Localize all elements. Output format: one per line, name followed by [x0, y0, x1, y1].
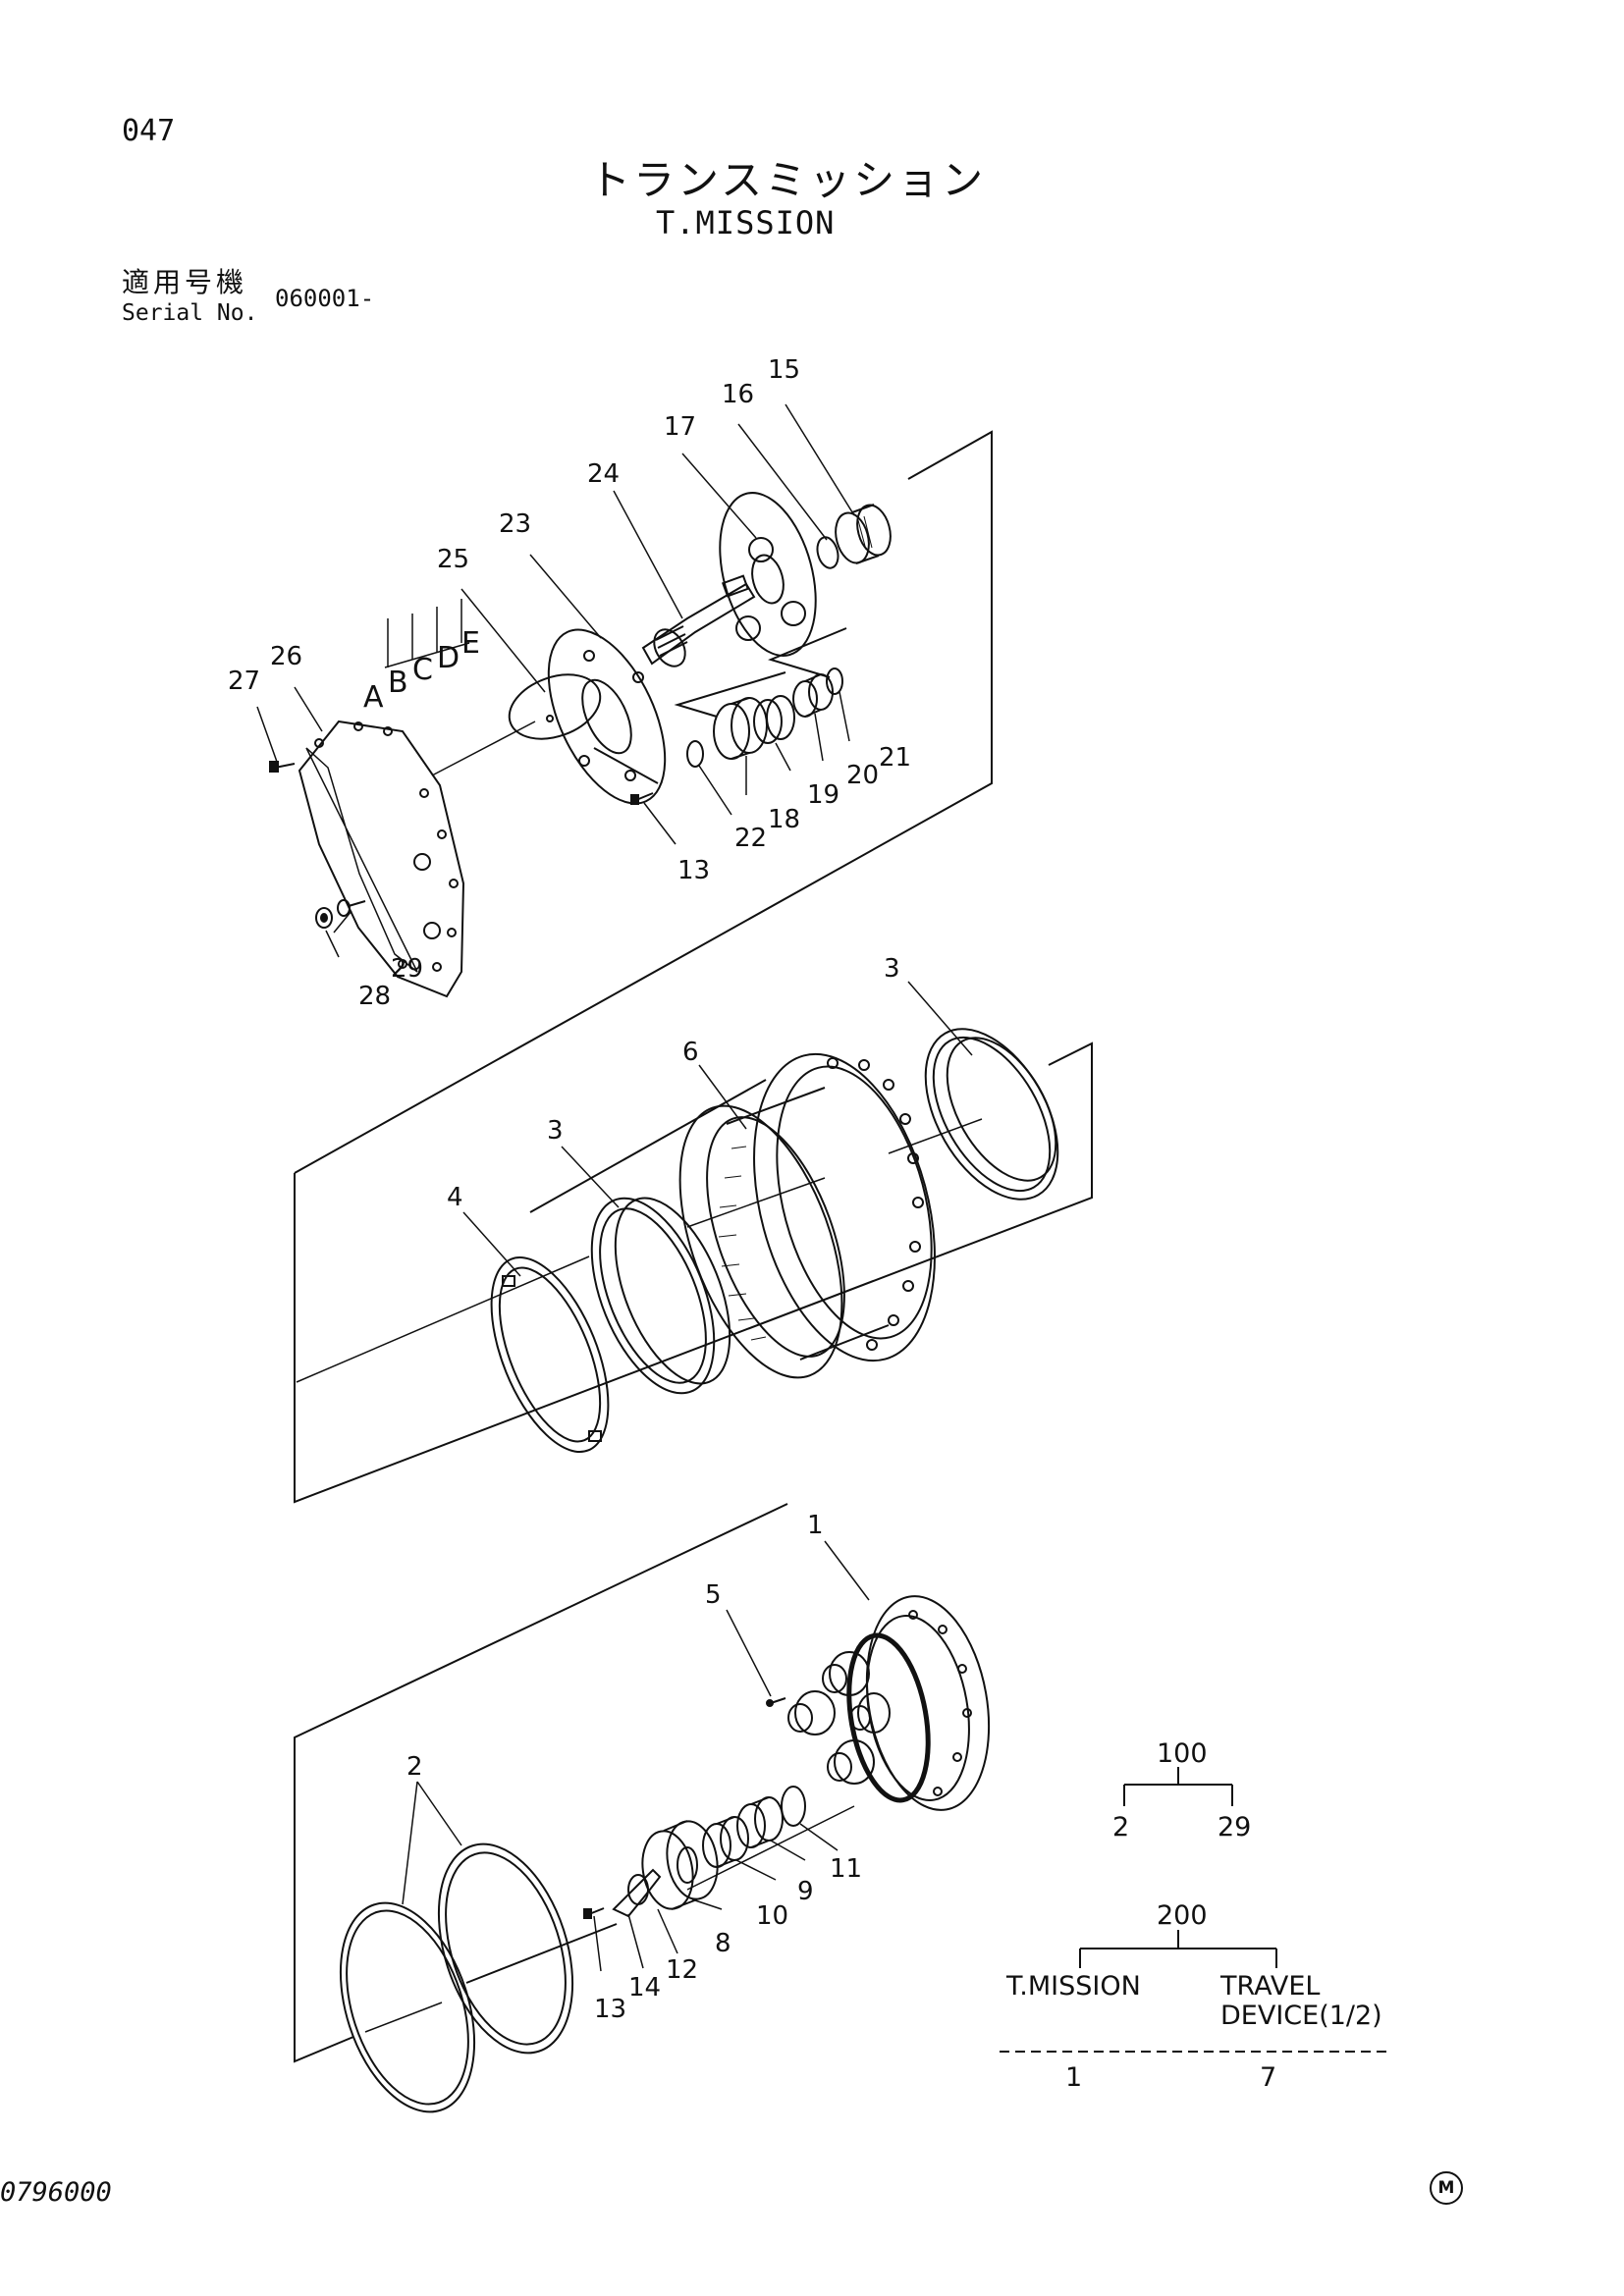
document-code: 0796000 [0, 2177, 112, 2208]
planet-gear-set-parts-18-22 [686, 667, 843, 768]
callout-26: 26 [270, 642, 302, 671]
callout-3-right: 3 [884, 954, 900, 984]
upper-frame-lines [294, 430, 993, 1174]
bearing-part-9 [736, 1796, 784, 1848]
callout-29: 29 [391, 954, 423, 984]
floating-seal-part-3-left [590, 1197, 731, 1395]
ring-nut-part-4 [490, 1255, 610, 1454]
upper-axis-line [431, 721, 536, 776]
plate-part-23 [547, 628, 667, 805]
callout-9: 9 [797, 1877, 814, 1906]
registered-mark-icon: M [1430, 2171, 1463, 2205]
floating-seal-part-3-right [924, 1028, 1059, 1201]
callout-13-lower: 13 [594, 1995, 626, 2024]
callout-D: D [437, 641, 460, 675]
hub-ring-gear-part-6 [678, 1052, 936, 1379]
callout-27: 27 [228, 667, 260, 696]
callout-13-upper: 13 [677, 856, 710, 885]
callout-B: B [388, 666, 408, 700]
callout-10: 10 [756, 1901, 788, 1931]
callout-21: 21 [879, 743, 911, 773]
bolt-part-13-upper [630, 792, 654, 805]
callout-18: 18 [768, 805, 800, 834]
upper-leader-lines [256, 403, 855, 958]
callout-8: 8 [715, 1929, 731, 1958]
callout-6: 6 [682, 1038, 699, 1067]
callout-28: 28 [358, 982, 391, 1011]
callout-22: 22 [734, 824, 767, 853]
callout-3-left: 3 [547, 1116, 564, 1146]
middle-frame-lines [294, 1041, 1093, 1504]
title-japanese: トランスミッション [589, 156, 987, 204]
serial-label-japanese: 適用号機 [122, 266, 248, 298]
lower-leader-lines [402, 1540, 870, 1972]
bolt-part-27 [269, 761, 296, 773]
callout-4: 4 [447, 1183, 463, 1212]
carrier-part-17 [719, 492, 817, 657]
plug-washer-part-28-29 [315, 899, 366, 929]
callout-1: 1 [807, 1511, 824, 1540]
bolt-part-13-lower [583, 1907, 605, 1919]
kit-200-right-value: 7 [1260, 2062, 1276, 2093]
callout-2: 2 [406, 1752, 423, 1782]
kit-200-right-label-1: TRAVEL [1219, 1971, 1320, 2002]
lower-frame-lines [294, 1503, 855, 2063]
snap-ring-part-16 [816, 536, 839, 569]
spindle-part-1 [787, 1595, 991, 1811]
callout-23: 23 [499, 509, 531, 539]
kit-200-parent: 200 [1157, 1900, 1208, 1931]
callout-19: 19 [807, 780, 839, 810]
cover-plate-part-26 [298, 720, 465, 998]
thrust-plate-part-25 [508, 673, 602, 740]
title-english: T.MISSION [656, 204, 836, 241]
middle-leader-lines [462, 981, 973, 1277]
callout-20: 20 [846, 761, 879, 790]
callout-17: 17 [664, 412, 696, 442]
shaft-part-24 [641, 582, 756, 667]
callout-5: 5 [705, 1580, 722, 1610]
kit-200-left-value: 1 [1065, 2062, 1082, 2093]
kit-100-child-29: 29 [1218, 1812, 1251, 1842]
bushing-part-10 [702, 1816, 749, 1868]
callout-A: A [363, 680, 384, 715]
serial-label-english: Serial No. [122, 300, 258, 326]
kit-200-right-label-2: DEVICE(1/2) [1220, 2001, 1382, 2031]
planet-gear-part-8 [641, 1820, 719, 1910]
seal-rings-part-2 [339, 1842, 574, 2113]
callout-25: 25 [437, 545, 469, 574]
callout-15: 15 [768, 355, 800, 385]
callout-14: 14 [628, 1973, 661, 2002]
kit-100-child-2: 2 [1112, 1812, 1129, 1842]
pin-part-5 [766, 1697, 786, 1707]
kit-200-left-label: T.MISSION [1005, 1971, 1141, 2002]
kit-tree-100-lines [1123, 1767, 1233, 1806]
gear-part-15 [835, 504, 892, 564]
callout-12: 12 [666, 1955, 698, 1985]
kit-tree-200-lines [1000, 1930, 1386, 2053]
callout-11: 11 [830, 1854, 862, 1884]
serial-number-value: 060001- [275, 285, 375, 312]
kit-100-parent: 100 [1157, 1738, 1208, 1769]
callout-16: 16 [722, 380, 754, 409]
page-number: 047 [122, 114, 176, 148]
thrust-washer-part-12-14 [612, 1868, 662, 1918]
callout-C: C [412, 653, 433, 687]
ring-part-11 [781, 1786, 806, 1827]
callout-E: E [461, 626, 480, 661]
callout-24: 24 [587, 459, 620, 489]
